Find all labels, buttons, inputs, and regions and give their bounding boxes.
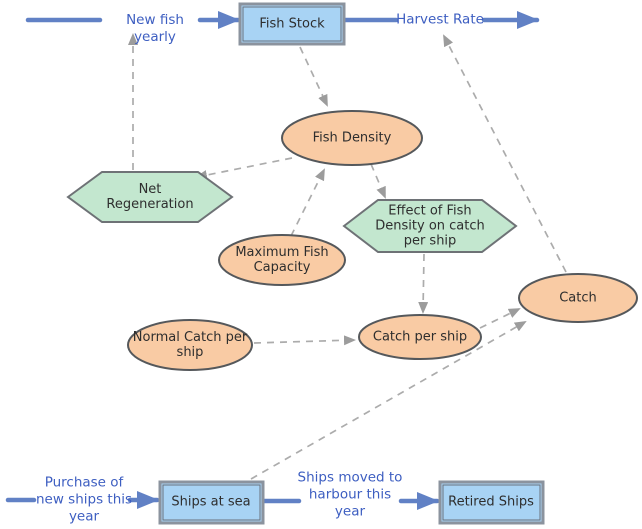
link-fish-density-to-net-regeneration xyxy=(195,157,293,180)
stock-ships-at-sea[interactable] xyxy=(158,480,265,525)
label-flow-harvest-rate[interactable]: Harvest Rate xyxy=(396,11,484,28)
label-flow-new-fish-yearly[interactable]: New fish yearly xyxy=(126,12,184,45)
link-max-capacity-to-fish-density xyxy=(290,168,325,237)
aux-catch-per-ship[interactable] xyxy=(358,314,482,360)
label-flow-ships-moved-to-harbour[interactable]: Ships moved to harbour this year xyxy=(297,469,403,520)
converter-net-regeneration[interactable] xyxy=(66,171,234,223)
link-ships-at-sea-to-catch xyxy=(250,321,527,480)
aux-maximum-fish-capacity[interactable] xyxy=(218,234,346,286)
stock-retired-ships-inner-border xyxy=(442,484,541,521)
aux-normal-catch-per-ship[interactable] xyxy=(127,319,253,371)
label-flow-purchase-of-new-ships[interactable]: Purchase of new ships this year xyxy=(35,474,133,525)
aux-fish-density[interactable] xyxy=(281,110,423,166)
stock-ships-at-sea-inner-border xyxy=(162,484,261,521)
link-catch-per-ship-to-catch xyxy=(479,308,521,329)
stock-fish-stock[interactable] xyxy=(238,2,346,46)
stock-retired-ships[interactable] xyxy=(438,480,545,525)
converter-effect-fish-density[interactable] xyxy=(342,199,518,253)
link-fish-stock-to-fish-density xyxy=(299,46,328,107)
link-catch-to-harvest-rate xyxy=(443,34,567,273)
aux-catch[interactable] xyxy=(518,273,638,323)
link-fish-density-to-effect xyxy=(370,163,386,199)
link-effect-to-catch-per-ship xyxy=(418,253,429,314)
link-normal-catch-to-catch-per-ship xyxy=(253,335,356,346)
stock-fish-stock-inner-border xyxy=(242,6,342,42)
